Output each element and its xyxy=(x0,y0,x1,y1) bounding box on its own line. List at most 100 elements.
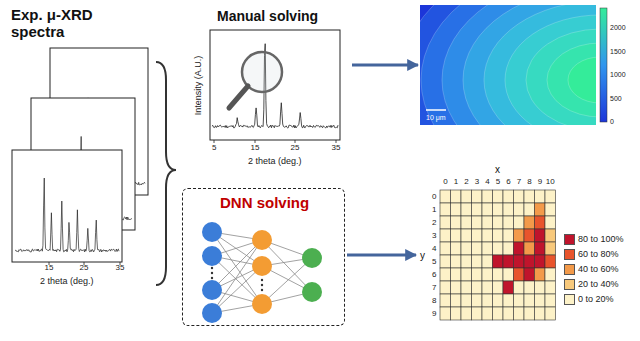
grid-cell xyxy=(514,242,525,255)
axis-title: Intensity (A.U.) xyxy=(194,55,203,115)
axis-tick xyxy=(255,140,256,143)
neuron xyxy=(252,230,272,250)
legend-swatch xyxy=(564,264,575,275)
axis-tick xyxy=(336,140,337,143)
neuron xyxy=(252,294,272,314)
grid-cell xyxy=(461,190,472,203)
contour-band xyxy=(526,29,596,125)
grid-cell xyxy=(524,255,535,268)
tick-label: 500 xyxy=(610,95,622,102)
grid-cell xyxy=(451,255,462,268)
grid-cell xyxy=(482,268,493,281)
tick-label: 7 xyxy=(517,178,521,186)
grid-cell xyxy=(493,307,504,320)
grid-cell xyxy=(524,229,535,242)
spectrum-frame xyxy=(12,150,122,262)
legend-text: 80 to 100% xyxy=(578,235,624,244)
axis-title: x xyxy=(495,164,500,176)
plot-frame xyxy=(210,30,340,140)
grid-cell xyxy=(482,203,493,216)
grid-cell xyxy=(514,294,525,307)
grid-cell xyxy=(482,294,493,307)
grid-cell xyxy=(503,203,514,216)
tick-label: 5 xyxy=(432,258,436,266)
grid-cell xyxy=(503,229,514,242)
grid-cell xyxy=(482,307,493,320)
grid-cell xyxy=(535,190,546,203)
grid-cell xyxy=(461,242,472,255)
grid-cell xyxy=(493,281,504,294)
grid-cell xyxy=(514,268,525,281)
tick-label: 1000 xyxy=(610,71,626,78)
legend-text: 0 to 20% xyxy=(578,295,614,304)
box-heading: DNN solving xyxy=(220,194,309,211)
grid-cell xyxy=(440,229,451,242)
neuron xyxy=(302,248,322,268)
grid-cell xyxy=(493,203,504,216)
tick-label: 8 xyxy=(527,178,531,186)
grid-cell xyxy=(514,229,525,242)
grid-cell xyxy=(524,294,535,307)
tick-label: 35 xyxy=(332,144,341,152)
grid-cell xyxy=(514,281,525,294)
ellipsis-dot xyxy=(261,284,263,286)
tick-label: 3 xyxy=(432,232,436,240)
grid-cell xyxy=(535,242,546,255)
tick-label: 5 xyxy=(212,144,216,152)
grid-cell xyxy=(535,294,546,307)
neuron xyxy=(202,246,222,266)
tick-label: 9 xyxy=(432,310,436,318)
tick-label: 6 xyxy=(432,271,436,279)
grid-cell xyxy=(461,281,472,294)
grid-cell xyxy=(482,242,493,255)
dnn-box: DNN solving xyxy=(182,188,345,326)
grid-cell xyxy=(472,242,483,255)
contour-band xyxy=(547,43,596,117)
tick-label: 6 xyxy=(506,178,510,186)
spectrum-line xyxy=(212,44,338,128)
grid-cell xyxy=(493,242,504,255)
tick-label: 0 xyxy=(443,178,447,186)
tick-label: 7 xyxy=(432,284,436,292)
neuron xyxy=(202,222,222,242)
grid-cell xyxy=(461,203,472,216)
grid-cell xyxy=(493,229,504,242)
grid-cell xyxy=(493,294,504,307)
tick-label: 25 xyxy=(291,144,300,152)
grid-cell xyxy=(440,281,451,294)
grid-cell xyxy=(482,190,493,203)
ellipsis-dot xyxy=(211,272,213,274)
tick-label: 1 xyxy=(432,206,436,214)
grid-cell xyxy=(545,294,556,307)
grid-cell xyxy=(472,294,483,307)
panel-heading: Exp. μ-XRD spectra xyxy=(11,6,111,41)
grid-map: xy xyxy=(418,164,558,322)
spectra-panel: Exp. μ-XRD spectra xyxy=(5,2,150,300)
grid-cell xyxy=(535,229,546,242)
grid-cell xyxy=(503,216,514,229)
grid-cell xyxy=(545,307,556,320)
grid-cell xyxy=(545,255,556,268)
legend-text: 20 to 40% xyxy=(578,280,619,289)
curly-brace xyxy=(156,62,176,285)
scale-label: 10 μm xyxy=(426,114,446,122)
tick-label: 10 xyxy=(546,178,555,186)
grid-cell xyxy=(535,307,546,320)
grid-cell xyxy=(451,229,462,242)
tick-label: 15 xyxy=(251,144,260,152)
color-bar xyxy=(600,8,607,122)
grid-cell xyxy=(461,307,472,320)
grid-cell xyxy=(514,203,525,216)
neuron xyxy=(252,256,272,276)
grid-cell xyxy=(503,307,514,320)
tick-label: 8 xyxy=(432,297,436,305)
grid-cell xyxy=(535,268,546,281)
panel-heading: Manual solving xyxy=(217,8,318,24)
grid-cell xyxy=(472,268,483,281)
ellipsis-dot xyxy=(261,289,263,291)
grid-cell xyxy=(514,307,525,320)
grid-cell xyxy=(493,268,504,281)
grid-cell xyxy=(461,294,472,307)
tick-label: 2000 xyxy=(610,24,626,31)
